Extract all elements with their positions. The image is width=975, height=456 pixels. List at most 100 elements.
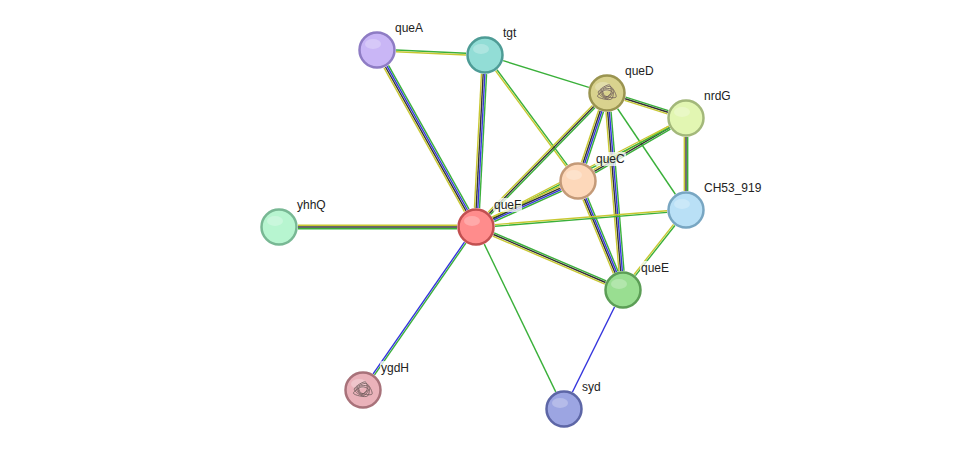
protein-node: queE xyxy=(604,271,642,309)
structure-icon xyxy=(597,85,616,100)
evidence-strand xyxy=(495,212,667,226)
evidence-strand xyxy=(389,65,469,209)
node-label: yhhQ xyxy=(296,198,327,212)
interaction-edge xyxy=(384,65,469,211)
node-highlight xyxy=(365,39,381,49)
evidence-strand xyxy=(496,71,566,166)
protein-node: yhhQ xyxy=(260,208,298,246)
interaction-edge xyxy=(373,242,466,375)
evidence-strand xyxy=(625,100,668,114)
evidence-strand xyxy=(387,66,467,210)
evidence-strand xyxy=(384,68,464,212)
node-circle xyxy=(344,371,382,409)
node-circle xyxy=(545,390,583,428)
evidence-strand xyxy=(634,224,673,274)
protein-node: nrdG xyxy=(667,99,705,137)
node-circle-shape xyxy=(669,193,704,228)
evidence-strand xyxy=(685,137,686,191)
interaction-edge xyxy=(496,70,568,166)
evidence-strand xyxy=(635,225,674,275)
interaction-edge xyxy=(484,244,555,392)
node-circle xyxy=(466,36,504,74)
node-circle-shape xyxy=(468,38,503,73)
structure-trace xyxy=(597,85,616,100)
node-highlight xyxy=(674,107,690,117)
interaction-edge xyxy=(583,198,618,274)
node-highlight xyxy=(552,398,568,408)
node-circle-shape xyxy=(360,33,395,68)
protein-node: ygdH xyxy=(344,371,382,409)
evidence-strand xyxy=(495,211,667,225)
node-circle xyxy=(604,271,642,309)
node-circle xyxy=(667,191,705,229)
node-highlight xyxy=(566,170,582,180)
evidence-strand xyxy=(625,99,668,113)
node-label: queF xyxy=(493,198,522,212)
node-highlight xyxy=(611,279,627,289)
interaction-edge xyxy=(474,74,486,208)
evidence-strand xyxy=(595,129,670,173)
node-label: queA xyxy=(394,21,424,35)
structure-icon xyxy=(353,382,372,397)
evidence-strand xyxy=(492,126,668,217)
evidence-strand xyxy=(298,225,457,226)
evidence-strand xyxy=(493,128,669,219)
evidence-strand xyxy=(396,52,466,55)
protein-node: queF xyxy=(457,208,495,246)
evidence-strand xyxy=(684,137,685,191)
evidence-strand xyxy=(494,190,561,220)
evidence-strand xyxy=(586,198,616,272)
node-circle-shape xyxy=(346,373,381,408)
interaction-edge xyxy=(492,126,669,219)
interaction-edge xyxy=(634,224,675,275)
protein-node: CH53_919 xyxy=(667,191,705,229)
evidence-strand xyxy=(594,128,669,172)
evidence-strand xyxy=(687,137,688,191)
node-circle-shape xyxy=(590,76,625,111)
evidence-strand xyxy=(493,188,560,218)
node-circle-shape xyxy=(262,210,297,245)
evidence-strand xyxy=(626,97,669,111)
node-label: tgt xyxy=(502,26,517,40)
evidence-strand xyxy=(298,226,457,227)
node-circle-shape xyxy=(459,210,494,245)
evidence-strand xyxy=(494,233,606,281)
evidence-strand xyxy=(492,186,559,216)
interaction-edge xyxy=(492,186,561,221)
node-label: queE xyxy=(640,261,670,275)
evidence-strand xyxy=(373,242,464,374)
interaction-edge xyxy=(495,211,667,227)
structure-trace xyxy=(353,382,372,397)
interaction-edge xyxy=(298,225,457,228)
interaction-edge xyxy=(684,137,687,191)
node-circle-shape xyxy=(669,101,704,136)
node-highlight xyxy=(674,199,690,209)
evidence-strand xyxy=(497,70,567,165)
evidence-strand xyxy=(608,112,621,271)
node-label: ygdH xyxy=(380,361,410,375)
interaction-edge xyxy=(625,97,669,114)
node-circle-shape xyxy=(561,164,596,199)
protein-node: queD xyxy=(588,74,626,112)
node-circle xyxy=(667,99,705,137)
node-circle xyxy=(559,162,597,200)
node-circle xyxy=(588,74,626,112)
node-circle xyxy=(358,31,396,69)
evidence-strand xyxy=(386,67,466,211)
evidence-strand xyxy=(484,244,555,392)
node-circle xyxy=(260,208,298,246)
node-circle xyxy=(457,208,495,246)
evidence-strand xyxy=(476,74,483,208)
node-label: queC xyxy=(595,152,626,166)
evidence-strand xyxy=(588,198,619,272)
node-highlight xyxy=(473,44,489,54)
evidence-strand xyxy=(609,112,622,271)
node-highlight xyxy=(267,216,283,226)
node-label: syd xyxy=(581,380,602,394)
node-label: nrdG xyxy=(703,89,732,103)
protein-node: tgt xyxy=(466,36,504,74)
evidence-strand xyxy=(584,199,614,273)
evidence-strand xyxy=(478,74,485,208)
node-label: CH53_919 xyxy=(703,181,762,195)
